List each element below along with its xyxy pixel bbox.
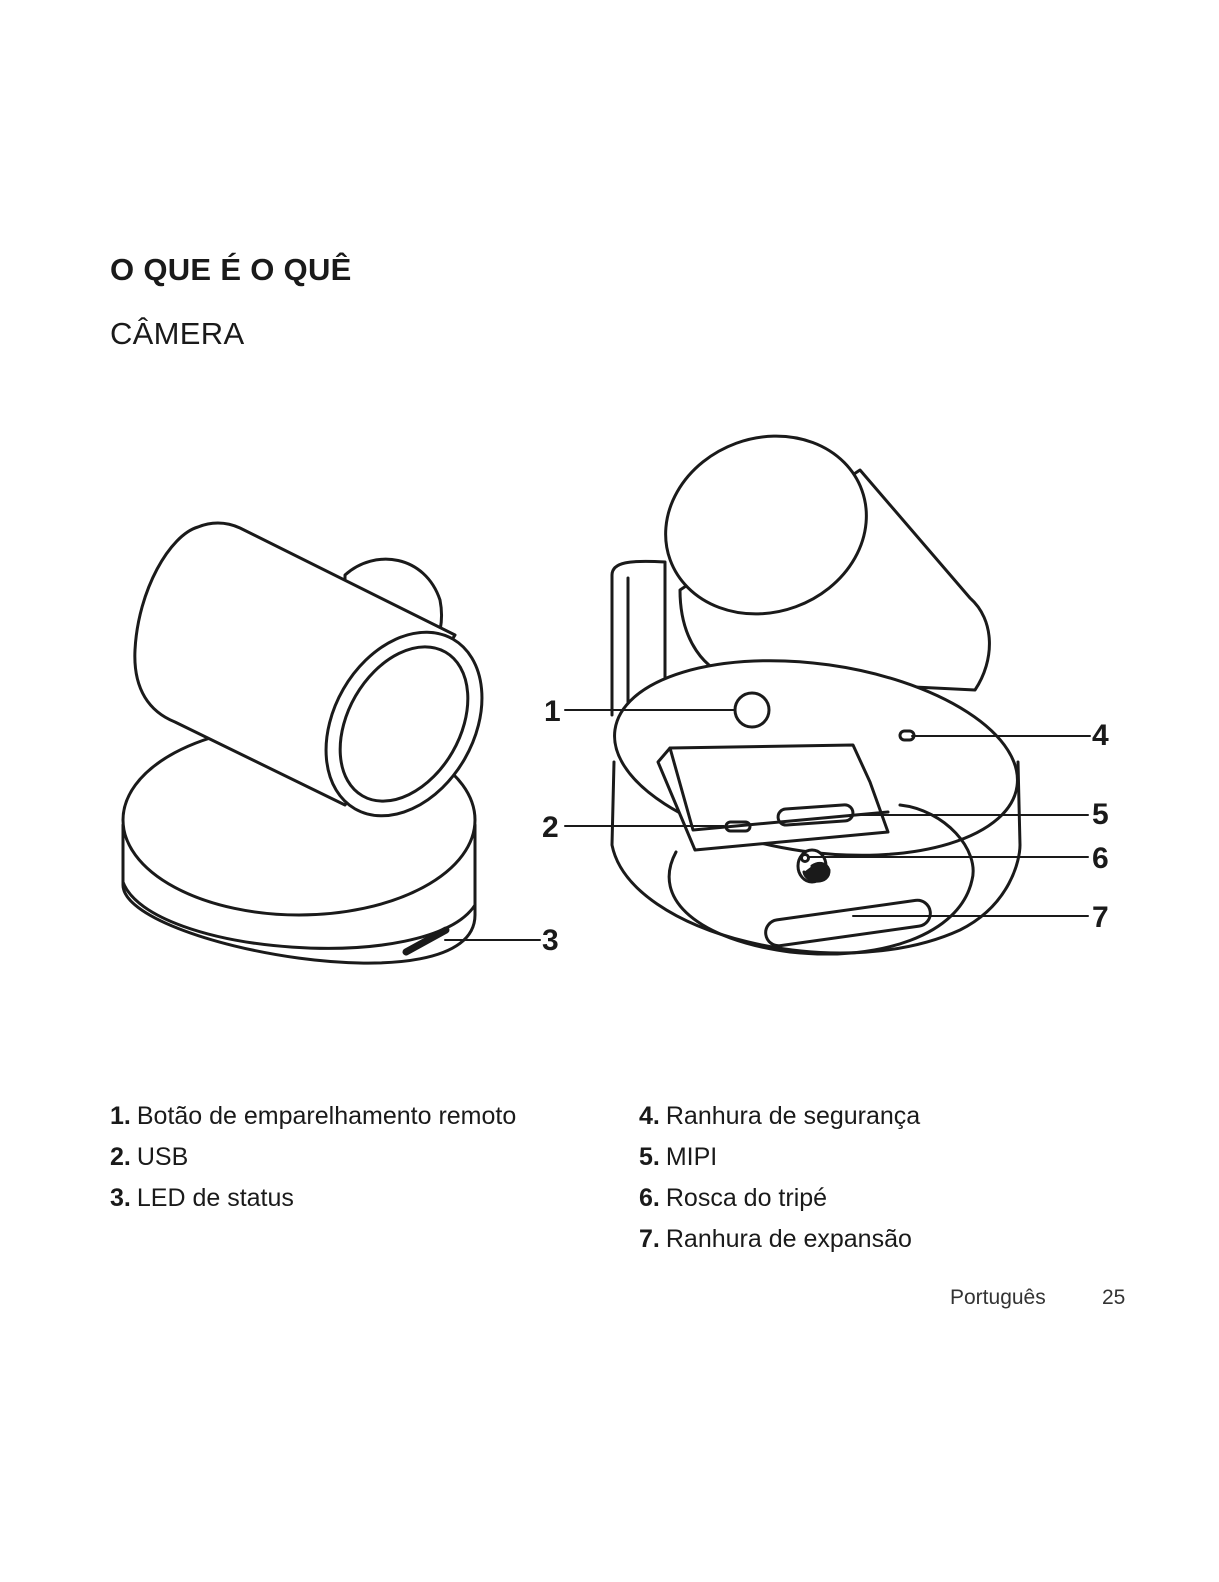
camera-illustration: 1 2 3 4 5 6 7 bbox=[0, 400, 1219, 1020]
callout-6: 6 bbox=[1092, 842, 1109, 875]
legend-left: 1.Botão de emparelhamento remoto 2.USB 3… bbox=[110, 1096, 516, 1219]
callout-2: 2 bbox=[542, 811, 559, 844]
legend-item: 4.Ranhura de segurança bbox=[639, 1096, 920, 1137]
callout-4: 4 bbox=[1092, 719, 1109, 752]
callout-7: 7 bbox=[1092, 901, 1109, 934]
page-title: O QUE É O QUÊ bbox=[110, 252, 352, 288]
legend-item: 6.Rosca do tripé bbox=[639, 1178, 920, 1219]
legend-item: 7.Ranhura de expansão bbox=[639, 1219, 920, 1260]
callout-1: 1 bbox=[544, 695, 561, 728]
callout-3: 3 bbox=[542, 924, 559, 957]
camera-underside-view bbox=[602, 408, 1030, 954]
callout-5: 5 bbox=[1092, 798, 1109, 831]
page-number: 25 bbox=[1102, 1286, 1125, 1310]
legend-item: 3.LED de status bbox=[110, 1178, 516, 1219]
legend-right: 4.Ranhura de segurança 5.MIPI 6.Rosca do… bbox=[639, 1096, 920, 1260]
camera-front-view bbox=[123, 523, 514, 963]
legend-item: 2.USB bbox=[110, 1137, 516, 1178]
footer-language: Português bbox=[950, 1286, 1046, 1310]
section-subtitle: CÂMERA bbox=[110, 316, 244, 352]
legend-item: 1.Botão de emparelhamento remoto bbox=[110, 1096, 516, 1137]
legend-item: 5.MIPI bbox=[639, 1137, 920, 1178]
